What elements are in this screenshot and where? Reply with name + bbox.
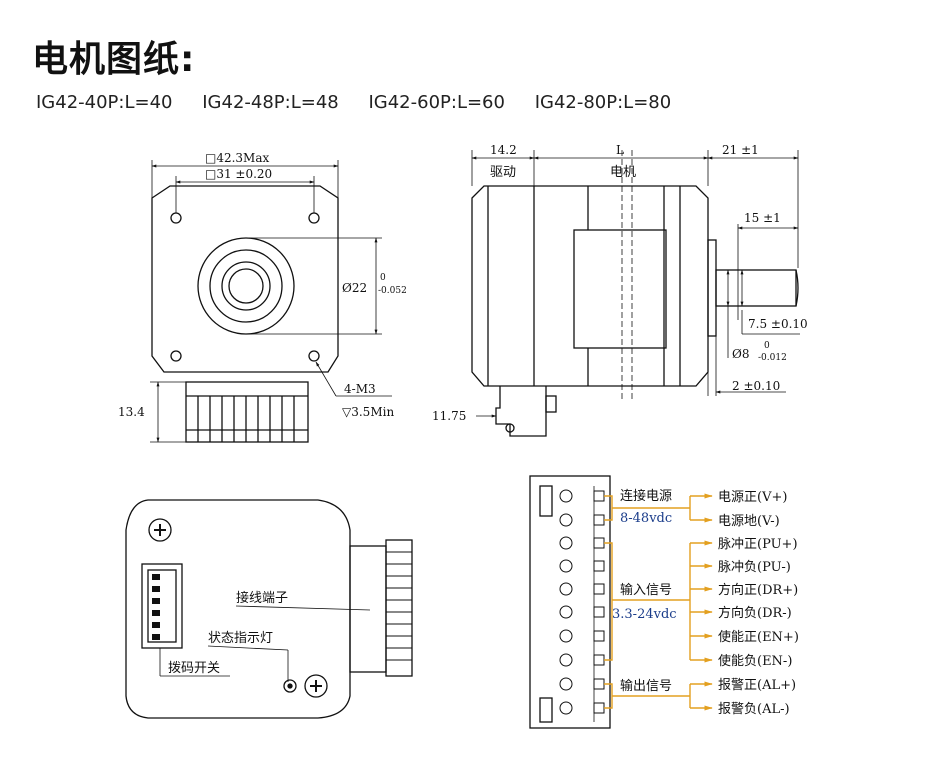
dim-boss-tol-lower: -0.052 xyxy=(378,286,407,296)
pin-label: 脉冲负(PU-) xyxy=(718,560,791,575)
dim-depth: ▽3.5Min xyxy=(342,405,394,419)
terminal-contact xyxy=(593,514,605,526)
terminal-strip xyxy=(529,475,611,729)
dim-boss-diameter: Ø22 xyxy=(342,281,367,295)
screw-icon xyxy=(304,674,328,698)
mount-hole xyxy=(170,212,182,224)
label-motor: 电机 xyxy=(610,165,636,180)
page-title: 电机图纸: xyxy=(32,39,196,80)
terminal-contact xyxy=(593,537,605,549)
pin-label: 报警正(AL+) xyxy=(718,677,796,693)
terminal-screw-icon xyxy=(559,701,573,715)
dim-holes: 4-M3 xyxy=(344,382,376,396)
shaft xyxy=(228,268,264,304)
terminal-screw-icon xyxy=(559,605,573,619)
label-terminal: 接线端子 xyxy=(236,590,288,606)
terminal-contact xyxy=(593,630,605,642)
pin-label: 方向负(DR-) xyxy=(718,605,792,621)
stator-core xyxy=(573,229,667,349)
front-connector xyxy=(185,381,309,443)
model-label: IG42-40P:L=40 xyxy=(36,92,173,113)
dim-shaft-length: 15 ±1 xyxy=(744,211,781,225)
back-view xyxy=(125,499,413,719)
dim-shaft-diameter: Ø8 xyxy=(732,347,749,361)
terminal-contact xyxy=(593,702,605,714)
motor-front-outline xyxy=(151,185,339,373)
group-power-range: 8-48vdc xyxy=(620,511,672,526)
dim-outer: □42.3Max xyxy=(205,151,269,165)
wiring-diagram: 连接电源 8-48vdc 输入信号 3.3-24vdc 输出信号 电源正(V+)… xyxy=(529,475,799,729)
label-status-led: 状态指示灯 xyxy=(208,631,273,646)
terminal-contact xyxy=(593,678,605,690)
terminal-contact xyxy=(593,490,605,502)
flange-boss xyxy=(707,239,717,337)
terminal-contact xyxy=(593,583,605,595)
screw-icon xyxy=(148,518,172,542)
dim-shaft-flat: 7.5 ±0.10 xyxy=(748,317,808,331)
group-output-label: 输出信号 xyxy=(620,678,672,694)
dim-hole-spacing: □31 ±0.20 xyxy=(205,167,272,181)
terminal-contact xyxy=(593,654,605,666)
terminal-screw-icon xyxy=(559,629,573,643)
status-led-icon xyxy=(283,679,297,693)
pin-label: 电源正(V+) xyxy=(718,490,787,505)
pin-label: 电源地(V-) xyxy=(718,514,780,529)
terminal-screw-icon xyxy=(559,677,573,691)
dim-shaft-tol-upper: 0 xyxy=(764,341,770,351)
terminal-contact xyxy=(593,606,605,618)
driver-back-outline xyxy=(125,499,351,719)
pin-label: 报警负(AL-) xyxy=(718,701,790,717)
dim-connector-offset: 11.75 xyxy=(432,409,466,423)
terminal-screw-icon xyxy=(559,653,573,667)
output-shaft xyxy=(715,269,797,307)
terminal-screw-icon xyxy=(559,513,573,527)
model-list: IG42-40P:L=40 IG42-48P:L=48 IG42-60P:L=6… xyxy=(36,92,695,113)
mount-hole xyxy=(308,212,320,224)
dim-motor-length: L xyxy=(616,143,624,157)
terminal-pins xyxy=(385,539,413,677)
label-driver: 驱动 xyxy=(490,165,516,180)
mount-hole xyxy=(308,350,320,362)
group-power-label: 连接电源 xyxy=(620,488,672,504)
front-view xyxy=(150,160,392,443)
pin-label: 方向正(DR+) xyxy=(718,582,798,598)
dip-switch xyxy=(141,563,183,649)
terminal-contact xyxy=(593,560,605,572)
terminal-screw-icon xyxy=(559,559,573,573)
terminal-block xyxy=(349,545,387,673)
model-label: IG42-48P:L=48 xyxy=(202,92,339,113)
pin-label: 使能负(EN-) xyxy=(718,653,792,669)
side-connector xyxy=(495,386,547,437)
model-label: IG42-80P:L=80 xyxy=(534,92,672,113)
model-label: IG42-60P:L=60 xyxy=(368,92,505,113)
boss-inner xyxy=(209,249,283,323)
label-dip-switch: 拨码开关 xyxy=(168,661,220,676)
pin-label: 脉冲正(PU+) xyxy=(718,537,798,552)
boss-outer xyxy=(197,237,295,335)
terminal-screw-icon xyxy=(559,582,573,596)
connector-pins xyxy=(197,396,295,442)
pin-label: 使能正(EN+) xyxy=(718,629,799,645)
dim-boss-length: 2 ±0.10 xyxy=(732,379,780,393)
terminal-screw-icon xyxy=(559,536,573,550)
group-input-label: 输入信号 xyxy=(620,582,672,598)
side-view xyxy=(471,150,800,437)
dim-boss-tol-upper: 0 xyxy=(380,273,386,283)
motor-side-body xyxy=(471,185,709,387)
terminal-screw-icon xyxy=(559,489,573,503)
dim-connector-height: 13.4 xyxy=(118,405,145,419)
shaft-ring xyxy=(221,261,271,311)
group-input-range: 3.3-24vdc xyxy=(612,607,677,622)
dim-shaft-tol-lower: -0.012 xyxy=(758,353,787,363)
dim-driver-length: 14.2 xyxy=(490,143,517,157)
mount-hole xyxy=(170,350,182,362)
dim-shaft-total: 21 ±1 xyxy=(722,143,759,157)
